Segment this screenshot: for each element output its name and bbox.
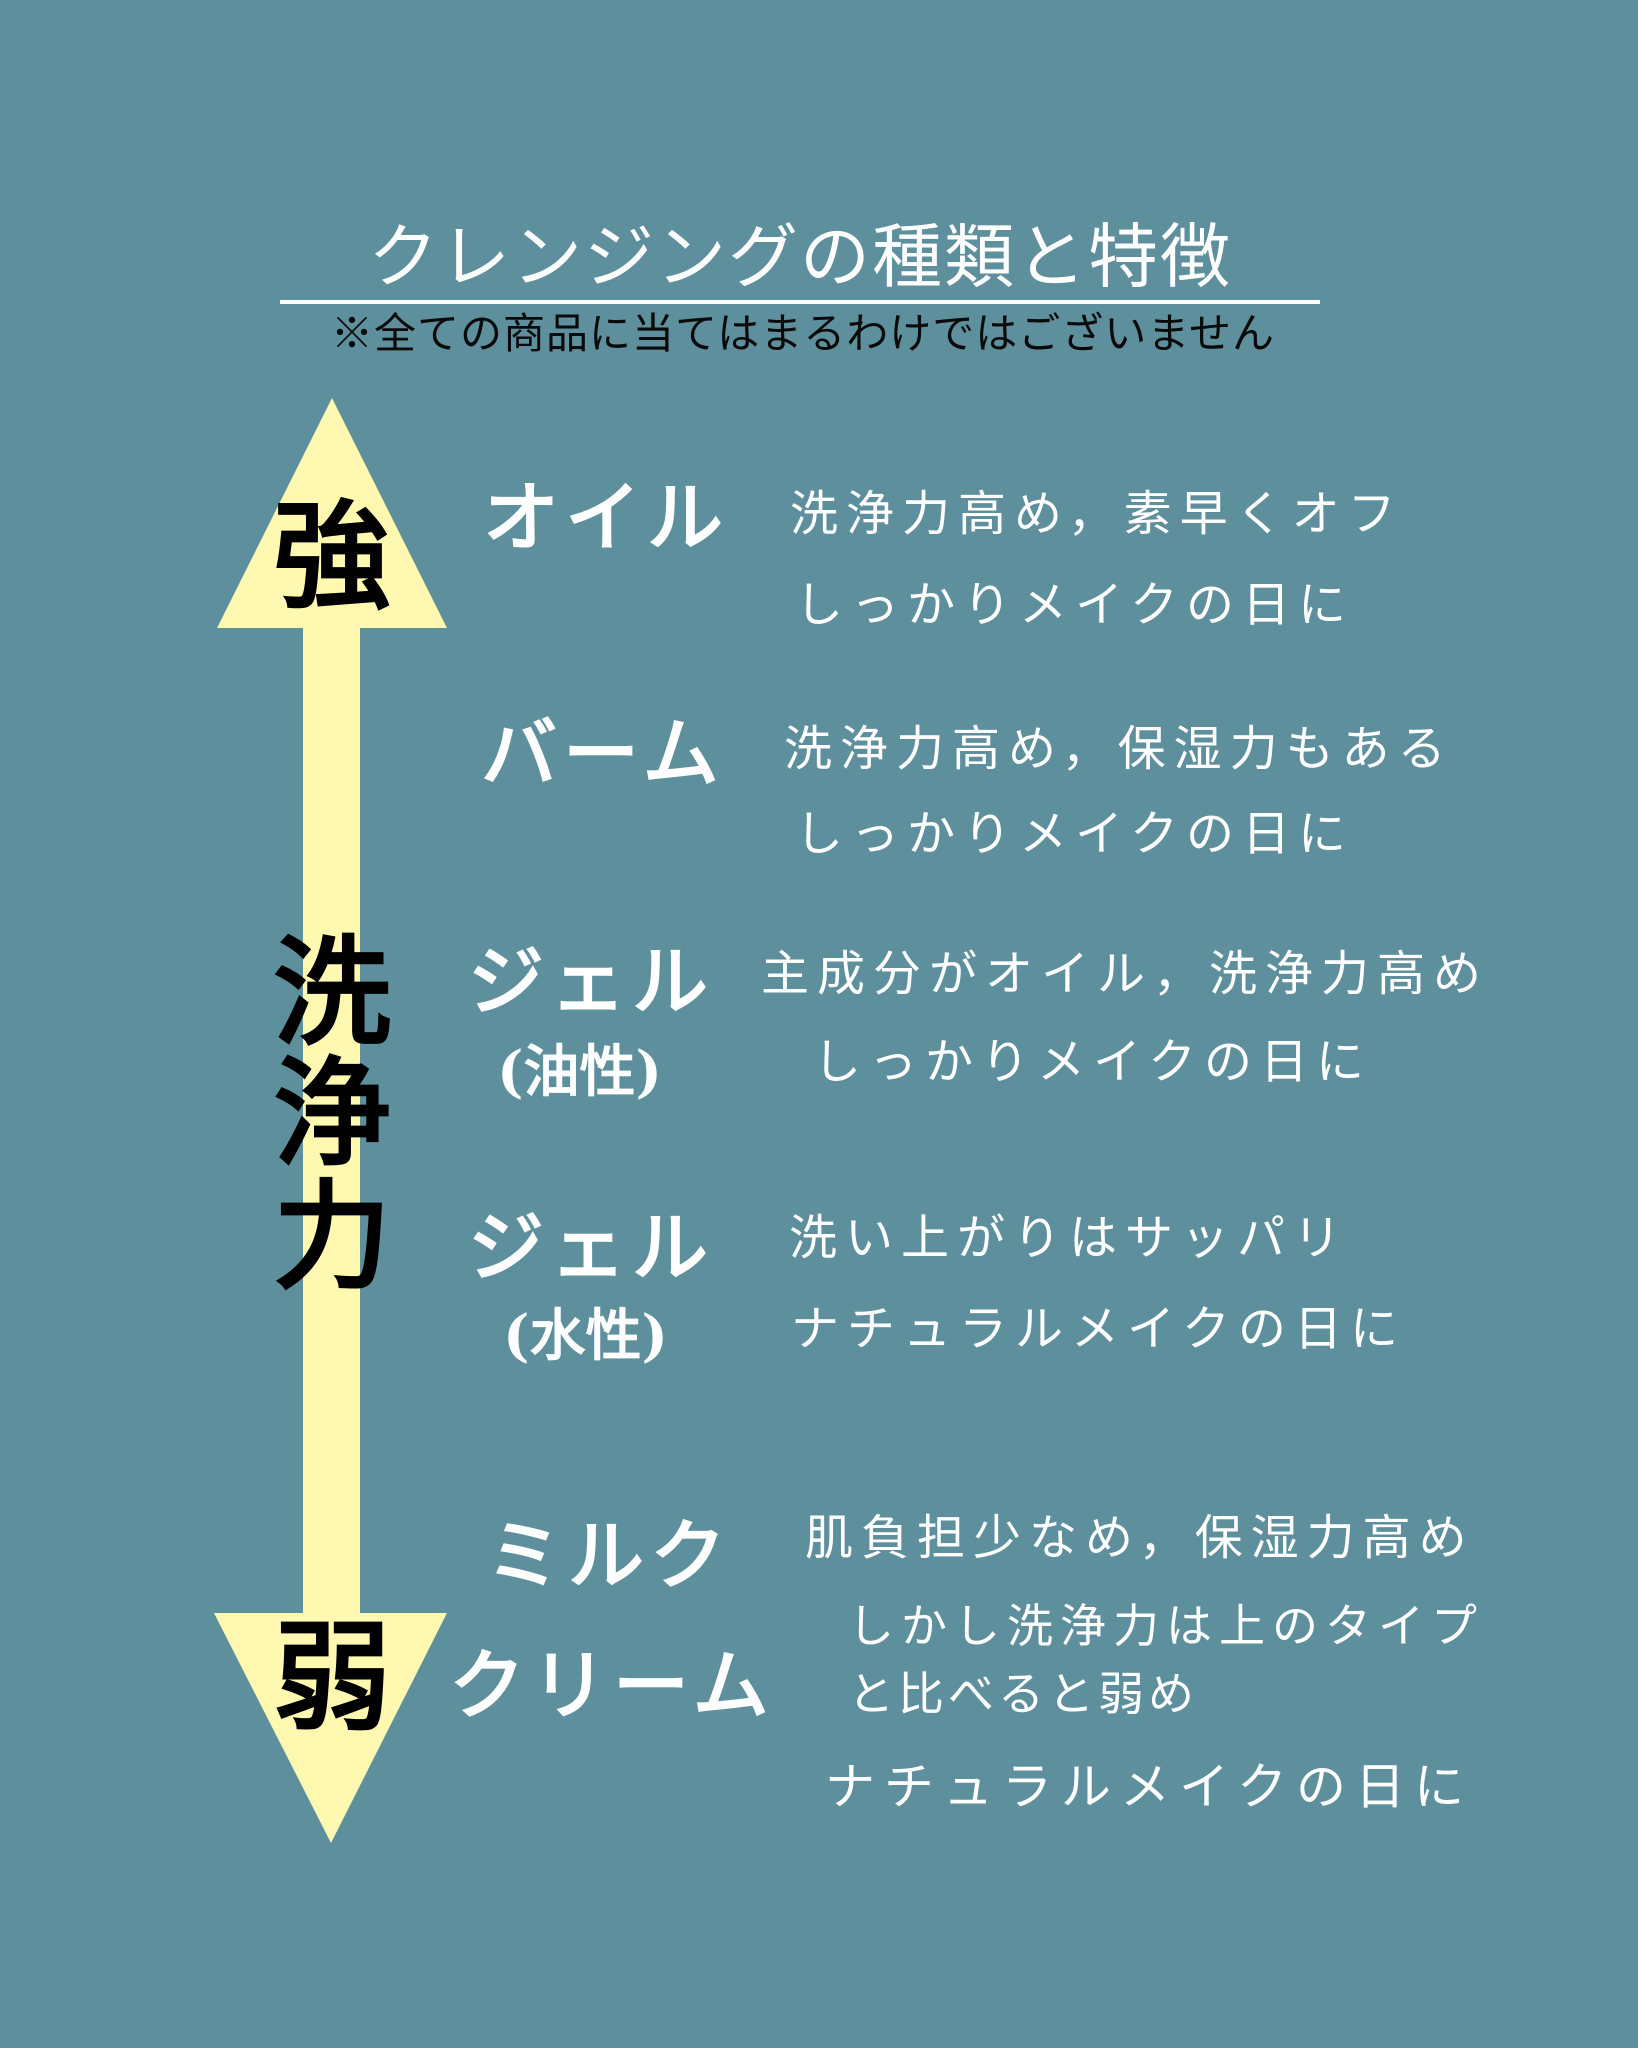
type-label-cream: クリーム	[449, 1641, 775, 1730]
strong-label: 強	[272, 487, 391, 626]
page-title: クレンジングの種類と特徴	[368, 216, 1232, 298]
type-label-milk: ミルク	[486, 1511, 732, 1600]
milk-cream-desc-2: しかし洗浄力は上のタイプ	[848, 1599, 1484, 1653]
balm-desc-1: 洗浄力高め，保湿力もある	[784, 721, 1454, 777]
gel-water-desc-1: 洗い上がりはサッパリ	[789, 1210, 1350, 1266]
type-sub-water-based: (水性)	[503, 1303, 668, 1369]
type-label-gel-oil: ジェル	[468, 937, 714, 1026]
gel-oil-desc-1: 主成分がオイル，洗浄力高め	[761, 946, 1490, 1002]
type-label-gel-water: ジェル	[468, 1203, 714, 1292]
disclaimer-note: ※全ての商品に当てはまるわけではございません	[331, 309, 1275, 358]
balm-desc-2: しっかりメイクの日に	[795, 806, 1355, 862]
gel-water-desc-2: ナチュラルメイクの日に	[791, 1301, 1407, 1357]
type-sub-oil-based: (油性)	[497, 1039, 662, 1105]
milk-cream-desc-3: と比べると弱め	[848, 1667, 1198, 1721]
oil-desc-2: しっかりメイクの日に	[795, 577, 1355, 633]
gel-oil-desc-2: しっかりメイクの日に	[813, 1034, 1373, 1090]
title-underline	[280, 300, 1320, 304]
weak-label: 弱	[272, 1608, 391, 1747]
milk-cream-desc-4: ナチュラルメイクの日に	[825, 1758, 1473, 1816]
oil-desc-1: 洗浄力高め，素早くオフ	[790, 486, 1404, 542]
type-label-balm: バーム	[481, 709, 725, 798]
type-label-oil: オイル	[483, 473, 729, 562]
milk-cream-desc-1: 肌負担少なめ，保湿力高め	[805, 1510, 1475, 1566]
axis-label-char-3: 力	[272, 1167, 391, 1306]
axis-label-char-1: 洗	[272, 923, 391, 1062]
axis-label-char-2: 浄	[272, 1044, 391, 1183]
